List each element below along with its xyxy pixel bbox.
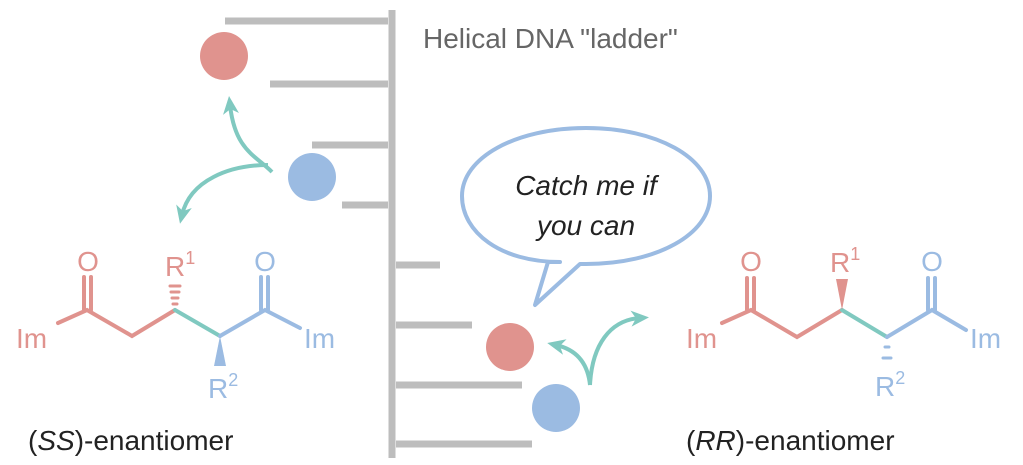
imidazole-label: Im — [304, 323, 335, 354]
blue-sphere — [288, 153, 336, 201]
r2-label: R2 — [875, 368, 905, 402]
bubble-line-1: Catch me if — [515, 170, 660, 201]
red-sphere — [486, 323, 534, 371]
arrow-right-icon — [588, 310, 649, 386]
arrow-left-icon — [547, 339, 592, 386]
rr-enantiomer-structure — [720, 276, 968, 360]
oxygen-label: O — [740, 246, 762, 277]
bubble-line-2: you can — [535, 210, 635, 241]
dna-ladder-title: Helical DNA "ladder" — [423, 23, 678, 54]
oxygen-label: O — [254, 246, 276, 277]
arrow-up-icon — [223, 96, 274, 174]
wedge-bond — [214, 336, 226, 366]
imidazole-label: Im — [970, 323, 1001, 354]
r1-label: R1 — [830, 244, 860, 278]
red-sphere — [200, 32, 248, 80]
rr-enantiomer-caption: (RR)-enantiomer — [686, 425, 895, 456]
oxygen-label: O — [77, 246, 99, 277]
dna-ladder — [225, 10, 532, 458]
imidazole-label: Im — [16, 323, 47, 354]
imidazole-label: Im — [686, 323, 717, 354]
blue-sphere — [532, 384, 580, 432]
ss-enantiomer-caption: (SS)-enantiomer — [28, 425, 233, 456]
arrow-down-icon — [176, 163, 269, 224]
r1-label: R1 — [165, 248, 195, 282]
wedge-bond — [836, 279, 848, 310]
hashed-bond — [881, 345, 893, 360]
oxygen-label: O — [921, 246, 943, 277]
hashed-bond — [168, 284, 182, 306]
ss-enantiomer-structure — [56, 275, 302, 366]
flip-arrows — [176, 96, 649, 386]
speech-bubble: Catch me if you can — [460, 126, 712, 307]
r2-label: R2 — [208, 370, 238, 404]
